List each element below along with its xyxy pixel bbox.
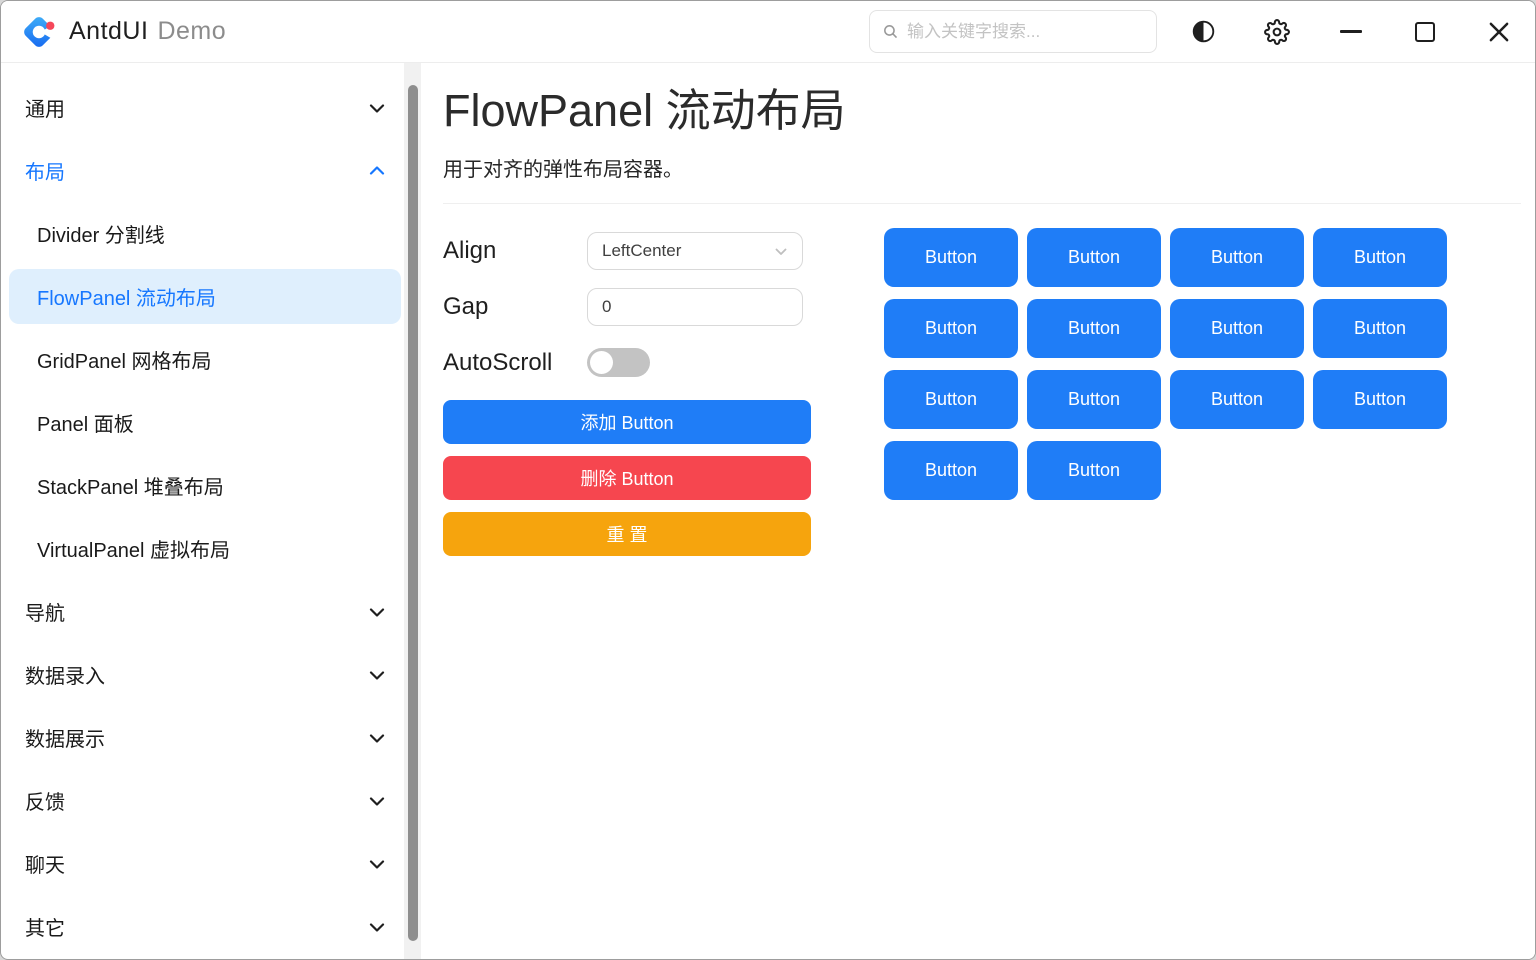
sidebar: 通用 布局 Divider 分割线 FlowPanel 流动布局 GridPan… bbox=[1, 63, 423, 959]
app-title: AntdUI Demo bbox=[69, 17, 226, 46]
sidebar-item-label: VirtualPanel 虚拟布局 bbox=[37, 540, 231, 562]
flow-button[interactable]: Button bbox=[1027, 227, 1161, 287]
chevron-down-icon bbox=[369, 922, 385, 932]
chevron-down-icon bbox=[369, 796, 385, 806]
content-area: FlowPanel 流动布局 用于对齐的弹性布局容器。 Align LeftCe… bbox=[423, 63, 1535, 959]
flow-button[interactable]: Button bbox=[1170, 369, 1304, 429]
flow-button[interactable]: Button bbox=[1170, 298, 1304, 358]
flow-button[interactable]: Button bbox=[884, 440, 1018, 500]
theme-toggle-button[interactable] bbox=[1185, 12, 1221, 52]
sidebar-item-gridpanel[interactable]: GridPanel 网格布局 bbox=[1, 328, 423, 391]
flow-panel: Button Button Button Button Button Butto… bbox=[884, 227, 1462, 556]
app-title-sub: Demo bbox=[157, 17, 227, 45]
minimize-button[interactable] bbox=[1333, 12, 1369, 52]
title-bar: AntdUI Demo bbox=[1, 1, 1535, 63]
half-circle-contrast-icon bbox=[1192, 20, 1214, 43]
sidebar-item-label: 反馈 bbox=[25, 792, 65, 814]
delete-button[interactable]: 删除 Button bbox=[443, 455, 811, 500]
autoscroll-row: AutoScroll bbox=[443, 344, 811, 382]
flow-button[interactable]: Button bbox=[884, 227, 1018, 287]
sidebar-item-virtualpanel[interactable]: VirtualPanel 虚拟布局 bbox=[1, 517, 423, 580]
autoscroll-label: AutoScroll bbox=[443, 348, 553, 376]
app-logo-icon bbox=[24, 16, 58, 47]
settings-button[interactable] bbox=[1259, 12, 1295, 52]
flow-button[interactable]: Button bbox=[1170, 227, 1304, 287]
flow-button[interactable]: Button bbox=[1313, 298, 1447, 358]
page-subtitle: 用于对齐的弹性布局容器。 bbox=[443, 158, 683, 181]
flow-button[interactable]: Button bbox=[1027, 298, 1161, 358]
sidebar-scrollbar-track[interactable] bbox=[404, 63, 421, 959]
chevron-down-icon bbox=[775, 248, 787, 255]
titlebar-actions bbox=[1185, 12, 1517, 52]
close-button[interactable] bbox=[1481, 12, 1517, 52]
flow-button[interactable]: Button bbox=[884, 298, 1018, 358]
sidebar-item-label: GridPanel 网格布局 bbox=[37, 351, 212, 373]
sidebar-item-label: FlowPanel 流动布局 bbox=[37, 288, 216, 310]
minimize-icon bbox=[1340, 30, 1362, 33]
sidebar-item-label: 布局 bbox=[25, 162, 65, 184]
sidebar-scrollbar-thumb[interactable] bbox=[407, 85, 418, 941]
chevron-down-icon bbox=[369, 670, 385, 680]
app-title-brand: AntdUI bbox=[69, 17, 149, 45]
chevron-down-icon bbox=[369, 607, 385, 617]
align-select-value: LeftCenter bbox=[602, 240, 682, 260]
autoscroll-toggle[interactable] bbox=[587, 348, 650, 378]
sidebar-item-label: Panel 面板 bbox=[37, 414, 134, 436]
sidebar-group-navigation[interactable]: 导航 bbox=[1, 580, 423, 643]
close-icon bbox=[1489, 22, 1509, 41]
add-button[interactable]: 添加 Button bbox=[443, 399, 811, 444]
chevron-down-icon bbox=[369, 859, 385, 869]
toggle-knob-icon bbox=[590, 351, 613, 375]
search-box[interactable] bbox=[869, 10, 1157, 53]
chevron-down-icon bbox=[369, 733, 385, 743]
chevron-down-icon bbox=[369, 103, 385, 113]
sidebar-item-divider[interactable]: Divider 分割线 bbox=[1, 202, 423, 265]
maximize-icon bbox=[1415, 21, 1435, 42]
align-label: Align bbox=[443, 236, 497, 264]
search-icon bbox=[884, 25, 898, 39]
page-title: FlowPanel 流动布局 bbox=[443, 85, 846, 136]
sidebar-group-chat[interactable]: 聊天 bbox=[1, 832, 423, 895]
sidebar-item-flowpanel[interactable]: FlowPanel 流动布局 bbox=[1, 265, 423, 328]
gap-row: Gap bbox=[443, 287, 811, 326]
chevron-up-icon bbox=[369, 165, 385, 175]
sidebar-group-data-entry[interactable]: 数据录入 bbox=[1, 643, 423, 706]
sidebar-group-feedback[interactable]: 反馈 bbox=[1, 769, 423, 832]
search-input[interactable] bbox=[907, 21, 1144, 42]
flow-button[interactable]: Button bbox=[1313, 369, 1447, 429]
sidebar-item-panel[interactable]: Panel 面板 bbox=[1, 391, 423, 454]
sidebar-item-label: 通用 bbox=[25, 99, 65, 121]
sidebar-item-label: StackPanel 堆叠布局 bbox=[37, 477, 224, 499]
demo-section: Align LeftCenter Gap AutoScroll bbox=[443, 227, 1521, 556]
sidebar-item-label: 数据展示 bbox=[25, 729, 105, 751]
flow-button[interactable]: Button bbox=[1027, 369, 1161, 429]
sidebar-group-layout[interactable]: 布局 bbox=[1, 139, 423, 202]
flow-button[interactable]: Button bbox=[1027, 440, 1161, 500]
sidebar-item-label: 其它 bbox=[25, 918, 65, 940]
sidebar-group-general[interactable]: 通用 bbox=[1, 76, 423, 139]
sidebar-group-other[interactable]: 其它 bbox=[1, 895, 423, 958]
maximize-button[interactable] bbox=[1407, 12, 1443, 52]
align-row: Align LeftCenter bbox=[443, 231, 811, 270]
demo-controls: Align LeftCenter Gap AutoScroll bbox=[443, 231, 811, 556]
section-divider bbox=[443, 202, 1521, 204]
sidebar-item-label: 数据录入 bbox=[25, 666, 105, 688]
reset-button[interactable]: 重 置 bbox=[443, 511, 811, 556]
sidebar-item-label: Divider 分割线 bbox=[37, 225, 165, 247]
flow-button[interactable]: Button bbox=[1313, 227, 1447, 287]
sidebar-group-data-display[interactable]: 数据展示 bbox=[1, 706, 423, 769]
align-select[interactable]: LeftCenter bbox=[587, 231, 803, 270]
gap-input[interactable] bbox=[602, 296, 790, 317]
gap-field-wrap bbox=[587, 287, 803, 326]
gap-label: Gap bbox=[443, 292, 489, 320]
sidebar-item-label: 导航 bbox=[25, 603, 65, 625]
sidebar-item-stackpanel[interactable]: StackPanel 堆叠布局 bbox=[1, 454, 423, 517]
sidebar-item-label: 聊天 bbox=[25, 855, 65, 877]
flow-button[interactable]: Button bbox=[884, 369, 1018, 429]
gear-icon bbox=[1264, 18, 1290, 45]
